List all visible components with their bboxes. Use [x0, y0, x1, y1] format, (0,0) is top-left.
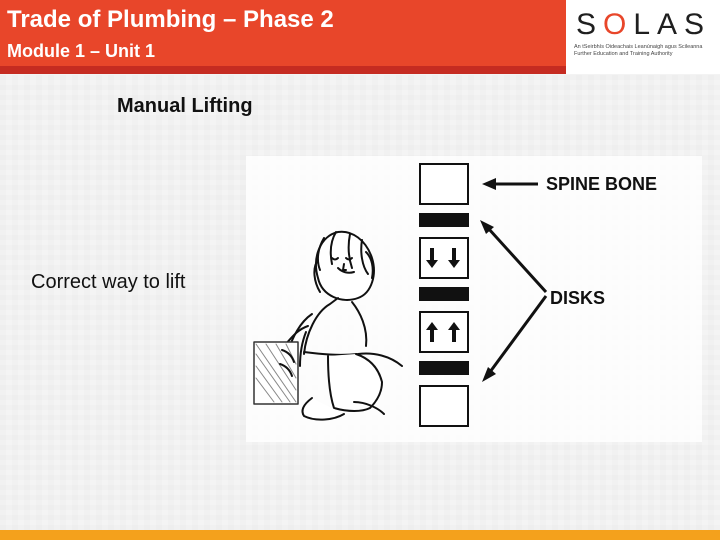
logo-wordmark: SOLAS [576, 10, 711, 40]
disk-bar-3 [419, 361, 469, 375]
solas-logo: SOLAS An tSeirbhís Oideachais Leanúnaigh… [566, 0, 720, 74]
spine-bone-bottom [419, 385, 469, 427]
logo-wordmark-start: S [576, 8, 604, 41]
disks-label: DISKS [550, 288, 605, 308]
logo-tagline: An tSeirbhís Oideachais Leanúnaigh agus … [574, 44, 702, 57]
logo-tagline-line1: An tSeirbhís Oideachais Leanúnaigh agus … [574, 44, 703, 50]
logo-wordmark-end: LAS [633, 8, 712, 41]
logo-wordmark-o: O [603, 8, 634, 41]
disk-arrow-lower [488, 295, 548, 373]
disk-bar-1 [419, 213, 469, 227]
disk-arrow-upper [486, 226, 548, 294]
disk-expanded [419, 311, 469, 353]
page-title: Trade of Plumbing – Phase 2 [7, 6, 334, 33]
spine-bone-label: SPINE BONE [546, 174, 657, 194]
expanded-disk-arrows [426, 322, 460, 342]
side-label: Correct way to lift [31, 271, 186, 293]
section-title: Manual Lifting [117, 95, 253, 117]
lifting-illustration: SPINE BONE DISKS [253, 163, 657, 427]
disk-compressed [419, 237, 469, 279]
disk-bar-2 [419, 287, 469, 301]
compressed-disk-arrows [426, 248, 460, 268]
person-figure [253, 230, 403, 421]
logo-tagline-line2: Further Education and Training Authority [574, 50, 673, 57]
spine-diagram [419, 163, 469, 427]
header-band [0, 0, 566, 66]
arrows-group [480, 178, 548, 382]
lifting-figure: SPINE BONE DISKS [246, 156, 702, 442]
header-subline [0, 66, 566, 74]
spine-bone-top [419, 163, 469, 205]
footer-bar [0, 530, 720, 540]
page-subtitle: Module 1 – Unit 1 [7, 41, 156, 61]
